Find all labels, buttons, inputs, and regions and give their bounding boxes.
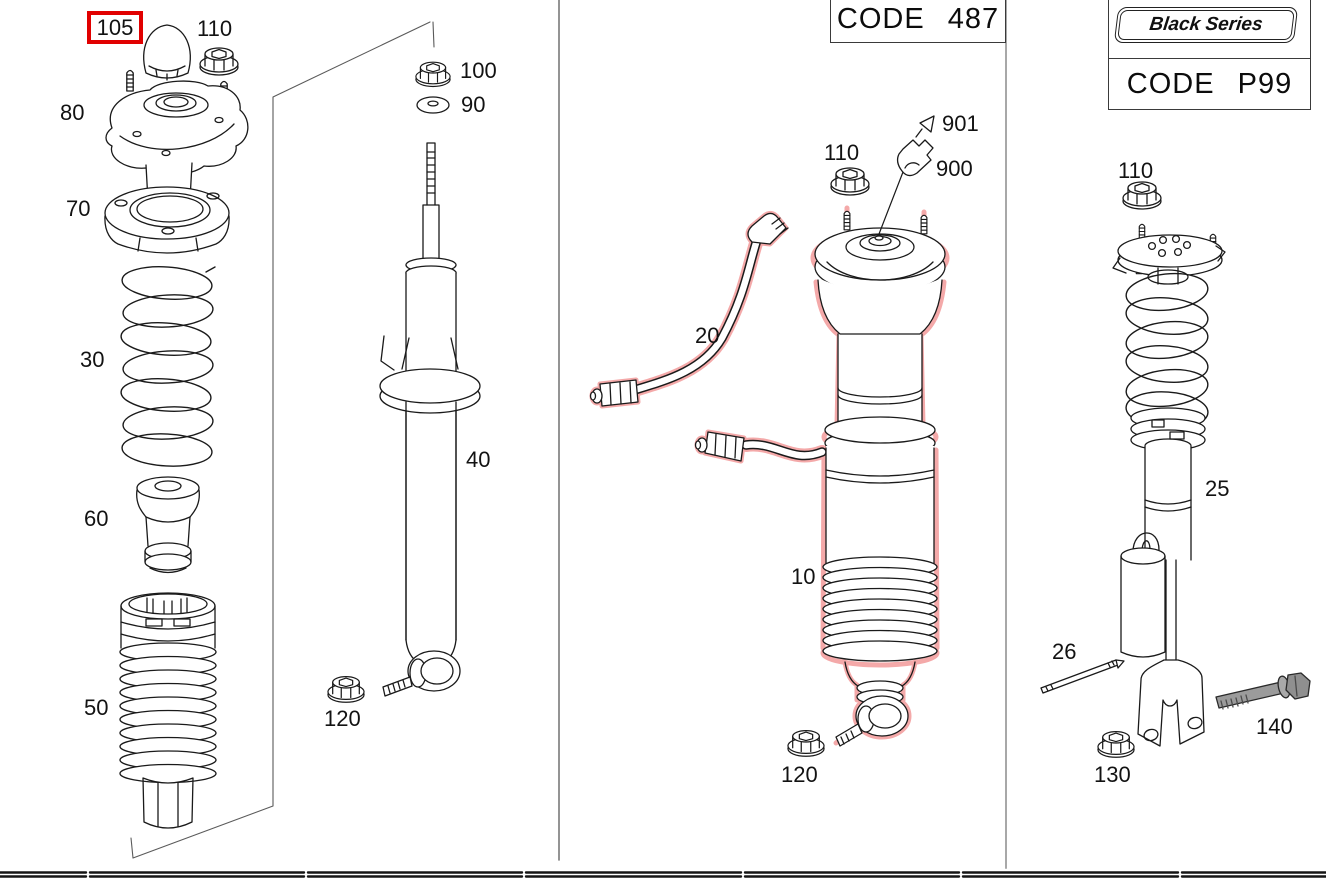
part-hydraulic-line-20[interactable] xyxy=(589,212,827,462)
callout-50[interactable]: 50 xyxy=(84,695,109,720)
callout-70[interactable]: 70 xyxy=(66,196,91,221)
part-nut-120-mid[interactable] xyxy=(787,729,825,757)
callout-80[interactable]: 80 xyxy=(60,100,85,125)
callout-110-right[interactable]: 110 xyxy=(1118,158,1154,183)
part-coil-spring-30[interactable] xyxy=(120,264,216,468)
callout-20[interactable]: 20 xyxy=(695,323,720,348)
code-487-box: CODE 487 xyxy=(830,0,1006,43)
callout-60[interactable]: 60 xyxy=(84,506,109,531)
callout-26[interactable]: 26 xyxy=(1052,639,1077,664)
code-p99-box: CODE P99 xyxy=(1108,58,1311,110)
callout-10[interactable]: 10 xyxy=(791,564,816,589)
black-series-label: Black Series xyxy=(1117,10,1295,40)
part-washer-90[interactable] xyxy=(416,96,450,114)
black-series-plaque: Black Series xyxy=(1113,7,1299,43)
part-bump-stop-60[interactable] xyxy=(136,476,200,574)
callout-30[interactable]: 30 xyxy=(80,347,105,372)
part-nut-110-left[interactable] xyxy=(199,47,239,76)
callout-110-mid[interactable]: 110 xyxy=(824,140,860,165)
callout-25[interactable]: 25 xyxy=(1205,476,1230,501)
section-dividers xyxy=(558,0,1007,869)
callout-140[interactable]: 140 xyxy=(1256,714,1293,739)
callout-120-mid[interactable]: 120 xyxy=(781,762,818,787)
part-rubber-cap-105[interactable] xyxy=(143,24,191,81)
callout-120-left[interactable]: 120 xyxy=(324,706,361,731)
bottom-table-border xyxy=(0,871,1326,878)
callout-90[interactable]: 90 xyxy=(461,92,486,117)
part-spring-seat-70[interactable] xyxy=(104,186,230,254)
part-dust-boot-50[interactable] xyxy=(119,592,217,829)
part-nut-130[interactable] xyxy=(1097,730,1135,758)
part-valve-unit-900[interactable] xyxy=(878,139,934,235)
group-plane-outline xyxy=(130,21,435,859)
callout-40[interactable]: 40 xyxy=(466,447,491,472)
part-nut-100[interactable] xyxy=(415,61,451,88)
callout-130[interactable]: 130 xyxy=(1094,762,1131,787)
part-coilover-strut-25[interactable] xyxy=(1112,223,1226,747)
callout-100[interactable]: 100 xyxy=(460,58,497,83)
part-strap-26[interactable] xyxy=(1040,659,1125,694)
part-air-strut-10[interactable] xyxy=(814,210,946,747)
code-487-label: CODE 487 xyxy=(836,3,1000,35)
callout-110-left[interactable]: 110 xyxy=(197,16,233,41)
callout-901[interactable]: 901 xyxy=(942,111,979,136)
code-p99-label: CODE P99 xyxy=(1126,67,1293,100)
part-nut-110-mid[interactable] xyxy=(830,167,870,196)
part-bolt-140[interactable] xyxy=(1215,672,1311,710)
callout-900[interactable]: 900 xyxy=(936,156,973,181)
black-series-box xyxy=(1108,0,1311,60)
part-valve-cap-901[interactable] xyxy=(915,115,935,138)
part-nut-120-left[interactable] xyxy=(327,675,365,703)
callout-105-selected[interactable]: 105 xyxy=(87,11,143,44)
part-shock-absorber-40[interactable] xyxy=(379,142,481,697)
part-strut-mount-80[interactable] xyxy=(105,69,249,207)
part-nut-110-right[interactable] xyxy=(1122,181,1162,210)
